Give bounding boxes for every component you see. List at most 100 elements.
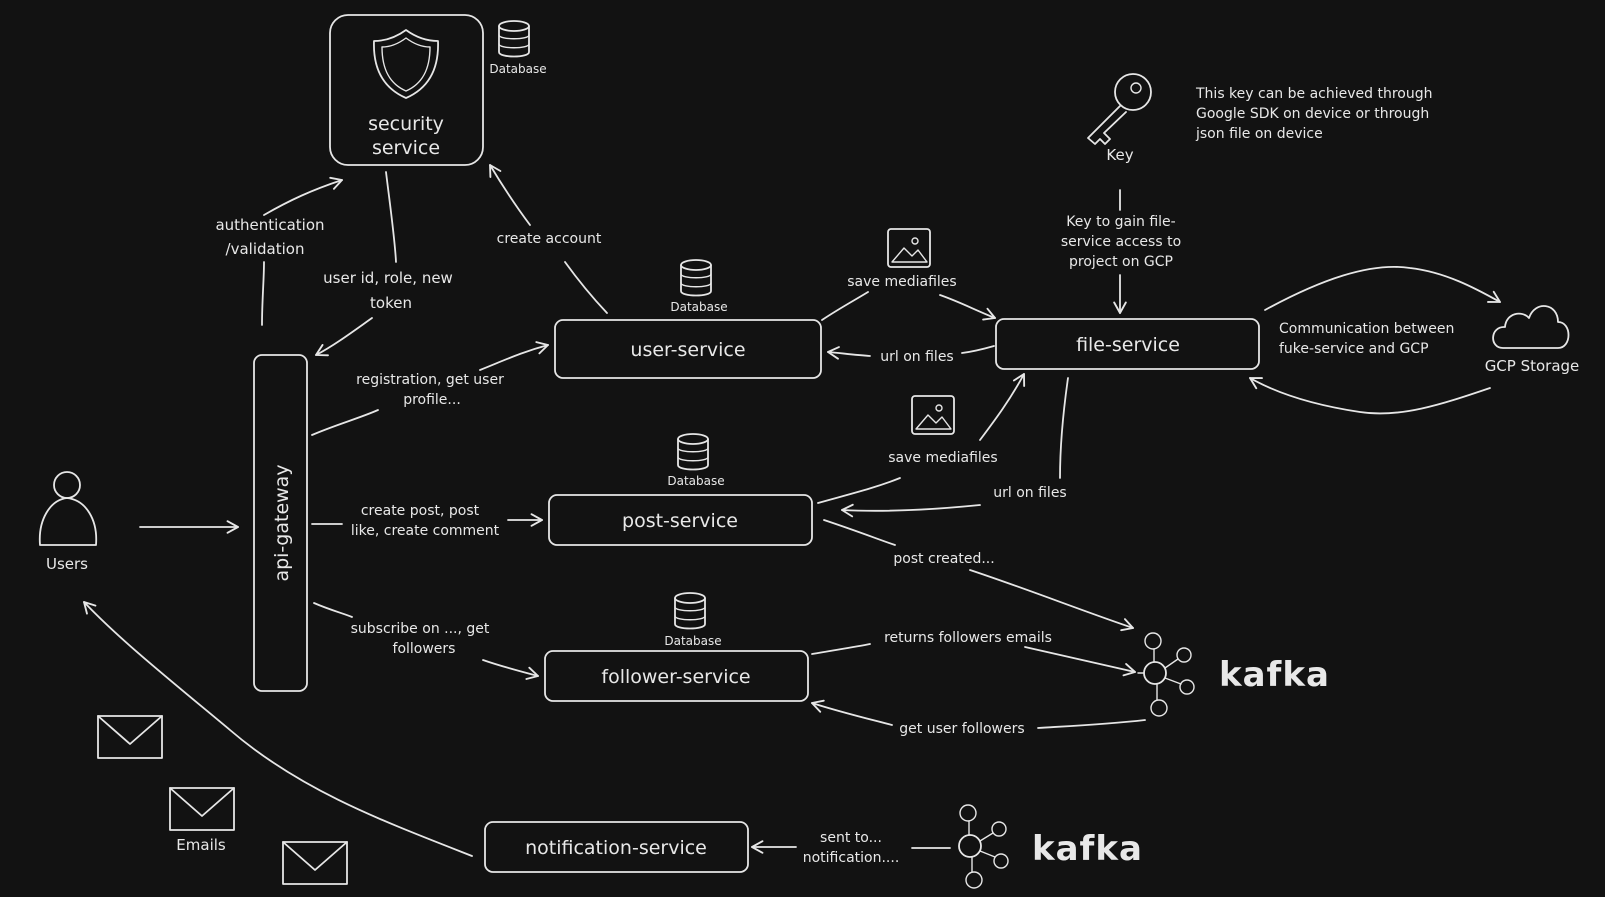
notification-service-box	[484, 821, 749, 873]
edge-save-media-user-arrow	[821, 291, 995, 320]
edge-subscribe-label-line1: subscribe on ..., get	[351, 621, 490, 637]
edge-gcp-comm-label-line1: Communication between	[1279, 321, 1454, 337]
edge-get-followers-line	[1037, 719, 1146, 729]
edge-registration-label-line1: registration, get user	[356, 372, 504, 388]
notification-service-label: notification-service	[525, 837, 707, 859]
post-service-label: post-service	[622, 510, 738, 532]
kafka-icon	[1137, 632, 1195, 717]
edge-subscribe-arrow	[313, 602, 538, 676]
edge-create-post-arrow	[311, 520, 542, 524]
emails-label: Emails	[176, 836, 226, 854]
follower-service-database: Database	[664, 592, 722, 648]
database-icon	[674, 592, 706, 630]
edge-create-post-label-line2: like, create comment	[351, 523, 500, 539]
kafka-icon	[958, 804, 1009, 889]
key-label: Key	[1106, 146, 1133, 164]
edge-get-followers-label: get user followers	[899, 721, 1024, 737]
kafka-bottom-node: kafka	[958, 804, 1143, 889]
envelope-icon	[282, 841, 348, 885]
edge-save-media-post-line	[817, 477, 901, 504]
database-icon	[680, 259, 712, 297]
api-gateway-node: api-gateway	[253, 354, 308, 692]
file-service-label: file-service	[1076, 334, 1180, 356]
security-database: Database	[489, 20, 547, 76]
edge-post-created-label: post created...	[893, 551, 994, 567]
database-icon	[498, 20, 530, 58]
edge-url-files-user-arrow	[827, 346, 871, 360]
edge-gcp-to-file-arrow	[1249, 377, 1491, 415]
edge-get-followers-arrow	[811, 699, 893, 726]
edge-url-files-post-label: url on files	[993, 485, 1066, 501]
edge-create-post-label-line1: create post, post	[361, 503, 480, 519]
user-service-database: Database	[670, 259, 728, 314]
edge-registration-arrow	[311, 345, 548, 436]
security-service-label-line2: service	[372, 137, 440, 159]
key-note-line2: Google SDK on device or through	[1196, 106, 1429, 122]
edge-subscribe-label-line2: followers	[393, 641, 456, 657]
database-label: Database	[664, 634, 721, 648]
edge-create-account-arrow	[490, 165, 608, 314]
envelope-icon	[97, 715, 163, 759]
database-icon	[677, 433, 709, 471]
edge-url-files-user-line	[961, 345, 995, 354]
edge-registration-label-line2: profile...	[403, 392, 461, 408]
api-gateway-label: api-gateway	[271, 464, 293, 581]
image-icon-post-save	[911, 395, 955, 435]
follower-service-node: follower-service	[544, 650, 809, 702]
security-service-label-line1: security	[368, 113, 444, 135]
image-icon-user-save	[887, 228, 931, 268]
security-service-box	[329, 14, 484, 166]
edge-returns-emails-line	[811, 643, 871, 655]
database-label: Database	[489, 62, 546, 76]
edge-key-label-line3: project on GCP	[1069, 254, 1173, 270]
key-note-line3: json file on device	[1195, 126, 1323, 142]
gcp-storage-node: GCP Storage	[1485, 305, 1580, 375]
follower-service-label: follower-service	[601, 666, 750, 688]
database-label: Database	[667, 474, 724, 488]
file-service-box	[995, 318, 1260, 370]
post-service-node: post-service	[548, 494, 813, 546]
security-service-node: security service	[329, 14, 484, 166]
user-service-label: user-service	[630, 339, 745, 361]
edge-save-media-post-arrow	[979, 373, 1026, 441]
edge-auth-label-line1: authentication	[215, 216, 324, 234]
envelope-icon	[169, 787, 235, 831]
edge-url-files-user-label: url on files	[880, 349, 953, 365]
edge-save-media-user-label: save mediafiles	[847, 274, 956, 290]
user-icon	[38, 471, 98, 546]
kafka-bottom-label: kafka	[1032, 829, 1143, 869]
user-service-node: user-service	[554, 319, 822, 379]
emails-group: Emails	[97, 715, 348, 885]
edge-key-label-line2: service access to	[1061, 234, 1181, 250]
kafka-top-node: kafka	[1137, 632, 1330, 717]
notification-service-node: notification-service	[484, 821, 749, 873]
cloud-icon	[1492, 305, 1570, 349]
edge-returns-emails-label: returns followers emails	[884, 630, 1052, 646]
key-node: Key	[1087, 73, 1152, 164]
kafka-top-label: kafka	[1219, 655, 1330, 695]
edge-token-arrow	[315, 317, 373, 357]
edge-key-label-line1: Key to gain file-	[1066, 214, 1175, 230]
edge-post-created-line	[823, 519, 896, 546]
edge-token-line	[385, 171, 397, 263]
file-service-node: file-service	[995, 318, 1260, 370]
api-gateway-box	[253, 354, 308, 692]
edge-url-files-post-line	[1059, 377, 1069, 479]
key-note: This key can be achieved through Google …	[1195, 86, 1432, 142]
edge-save-media-post-label: save mediafiles	[888, 450, 997, 466]
shield-icon	[373, 29, 439, 99]
edge-url-files-post-arrow	[841, 503, 981, 518]
edge-auth-arrow	[261, 180, 342, 326]
edge-sent-to-label-line2: notification....	[803, 850, 900, 866]
edge-token-label-line2: token	[370, 294, 412, 312]
users-label: Users	[46, 555, 88, 573]
gcp-storage-label: GCP Storage	[1485, 357, 1580, 375]
edge-notification-users-arrow	[83, 601, 473, 857]
edge-gcp-comm-label-line2: fuke-service and GCP	[1279, 341, 1429, 357]
key-icon	[1087, 73, 1152, 145]
edge-sent-to-label-line1: sent to...	[820, 830, 882, 846]
edge-returns-emails-arrow	[1024, 646, 1136, 677]
key-note-line1: This key can be achieved through	[1195, 86, 1432, 102]
